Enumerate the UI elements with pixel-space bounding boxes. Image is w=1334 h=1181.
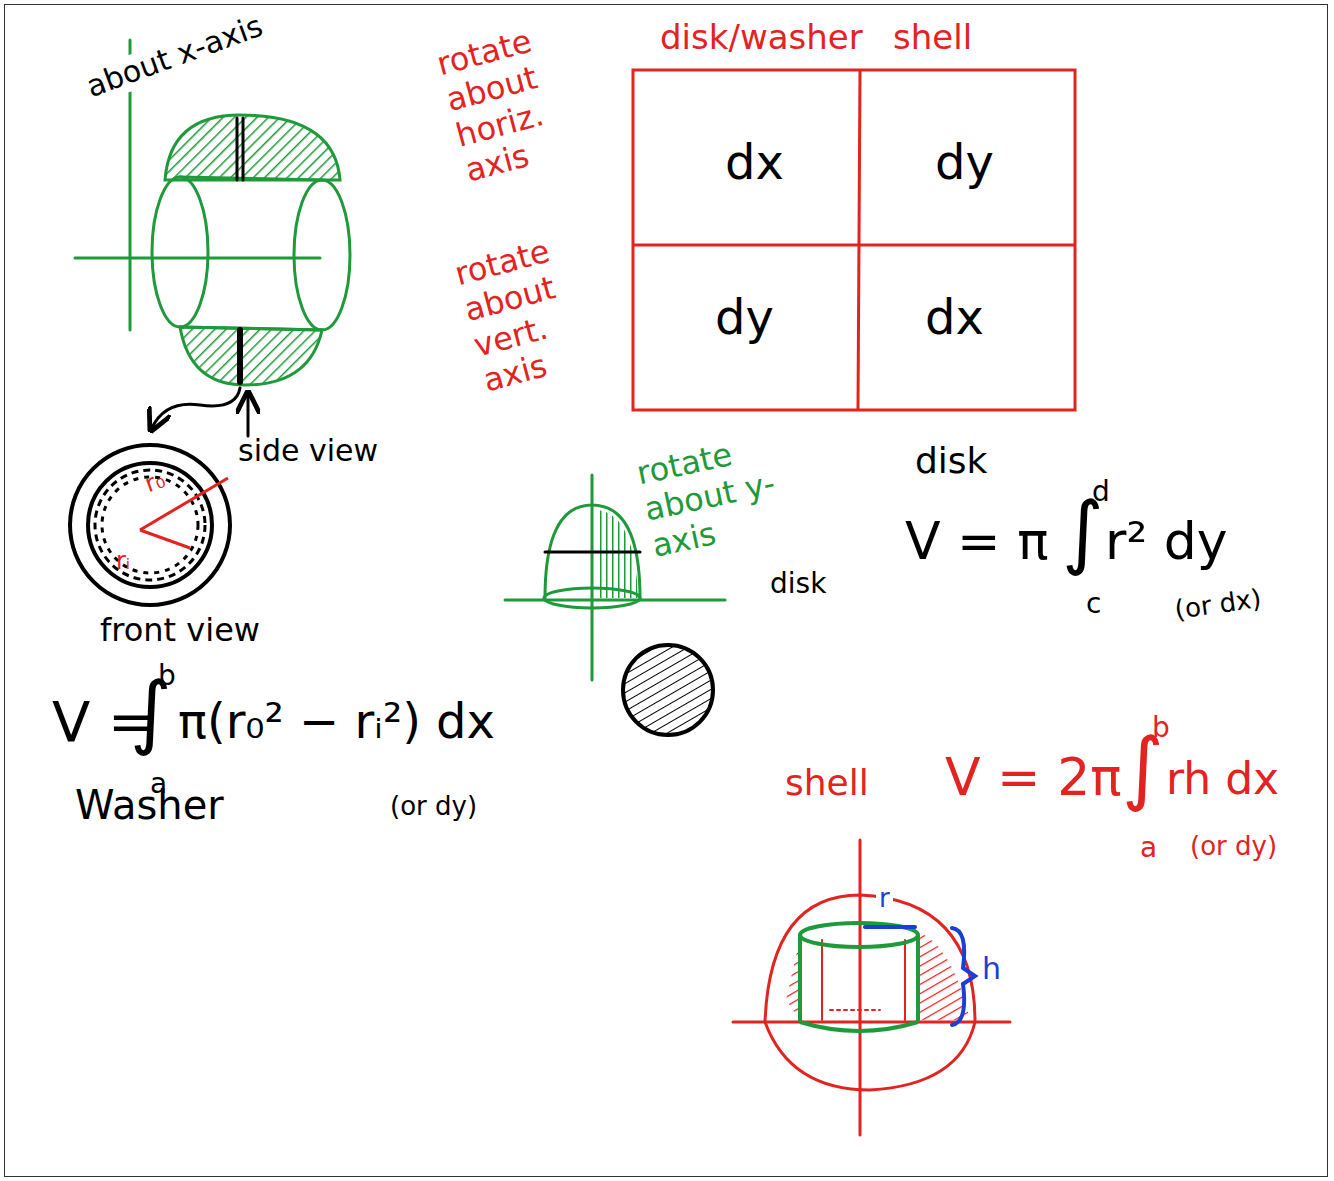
integral-limit: d	[1092, 476, 1110, 508]
formula-note: (or dy)	[390, 792, 477, 822]
column-header: shell	[893, 18, 972, 57]
radius-label: r₀	[141, 466, 169, 499]
washer-front-view	[70, 445, 230, 605]
integral-limit: c	[1086, 588, 1101, 620]
dimension-label: r	[876, 884, 893, 914]
disk-face	[623, 645, 713, 735]
formula-part: π(r₀² − rᵢ²) dx	[178, 694, 495, 749]
method-name: disk	[770, 568, 826, 600]
shell-cylinder	[800, 923, 918, 1031]
formula-note: (or dx)	[1173, 584, 1263, 626]
integral-limit: b	[1152, 712, 1170, 744]
method-note: rotate about y-axis	[634, 425, 804, 564]
radius-label: rᵢ	[116, 548, 130, 576]
integral-limit: b	[158, 660, 176, 692]
integral-limit: a	[1140, 832, 1157, 864]
formula-part: V = π	[905, 512, 1049, 572]
formula-heading: disk	[915, 440, 987, 481]
formula-heading: Washer	[75, 782, 224, 828]
table-cell: dx	[725, 135, 784, 190]
formula-part: r² dy	[1105, 512, 1228, 572]
formula-part: V = 2π	[945, 748, 1122, 808]
shell-dimensions	[865, 927, 975, 1025]
axis-note: about x-axis	[79, 8, 270, 106]
dimension-label: h	[982, 952, 1001, 987]
column-header: disk/washer	[660, 18, 863, 57]
table-cell: dy	[935, 135, 994, 190]
formula-part: rh dx	[1166, 754, 1279, 805]
method-table	[633, 70, 1075, 410]
slice-marks	[152, 118, 248, 436]
view-label: side view	[238, 434, 378, 469]
table-cell: dy	[715, 290, 774, 345]
row-header: rotate about horiz. axis	[433, 11, 606, 189]
shell-solid	[733, 840, 1010, 1135]
table-cell: dx	[925, 290, 984, 345]
formula-heading: shell	[785, 762, 869, 803]
formula-note: (or dy)	[1190, 832, 1277, 862]
row-header: rotate about vert. axis	[451, 221, 624, 399]
view-label: front view	[100, 612, 260, 649]
